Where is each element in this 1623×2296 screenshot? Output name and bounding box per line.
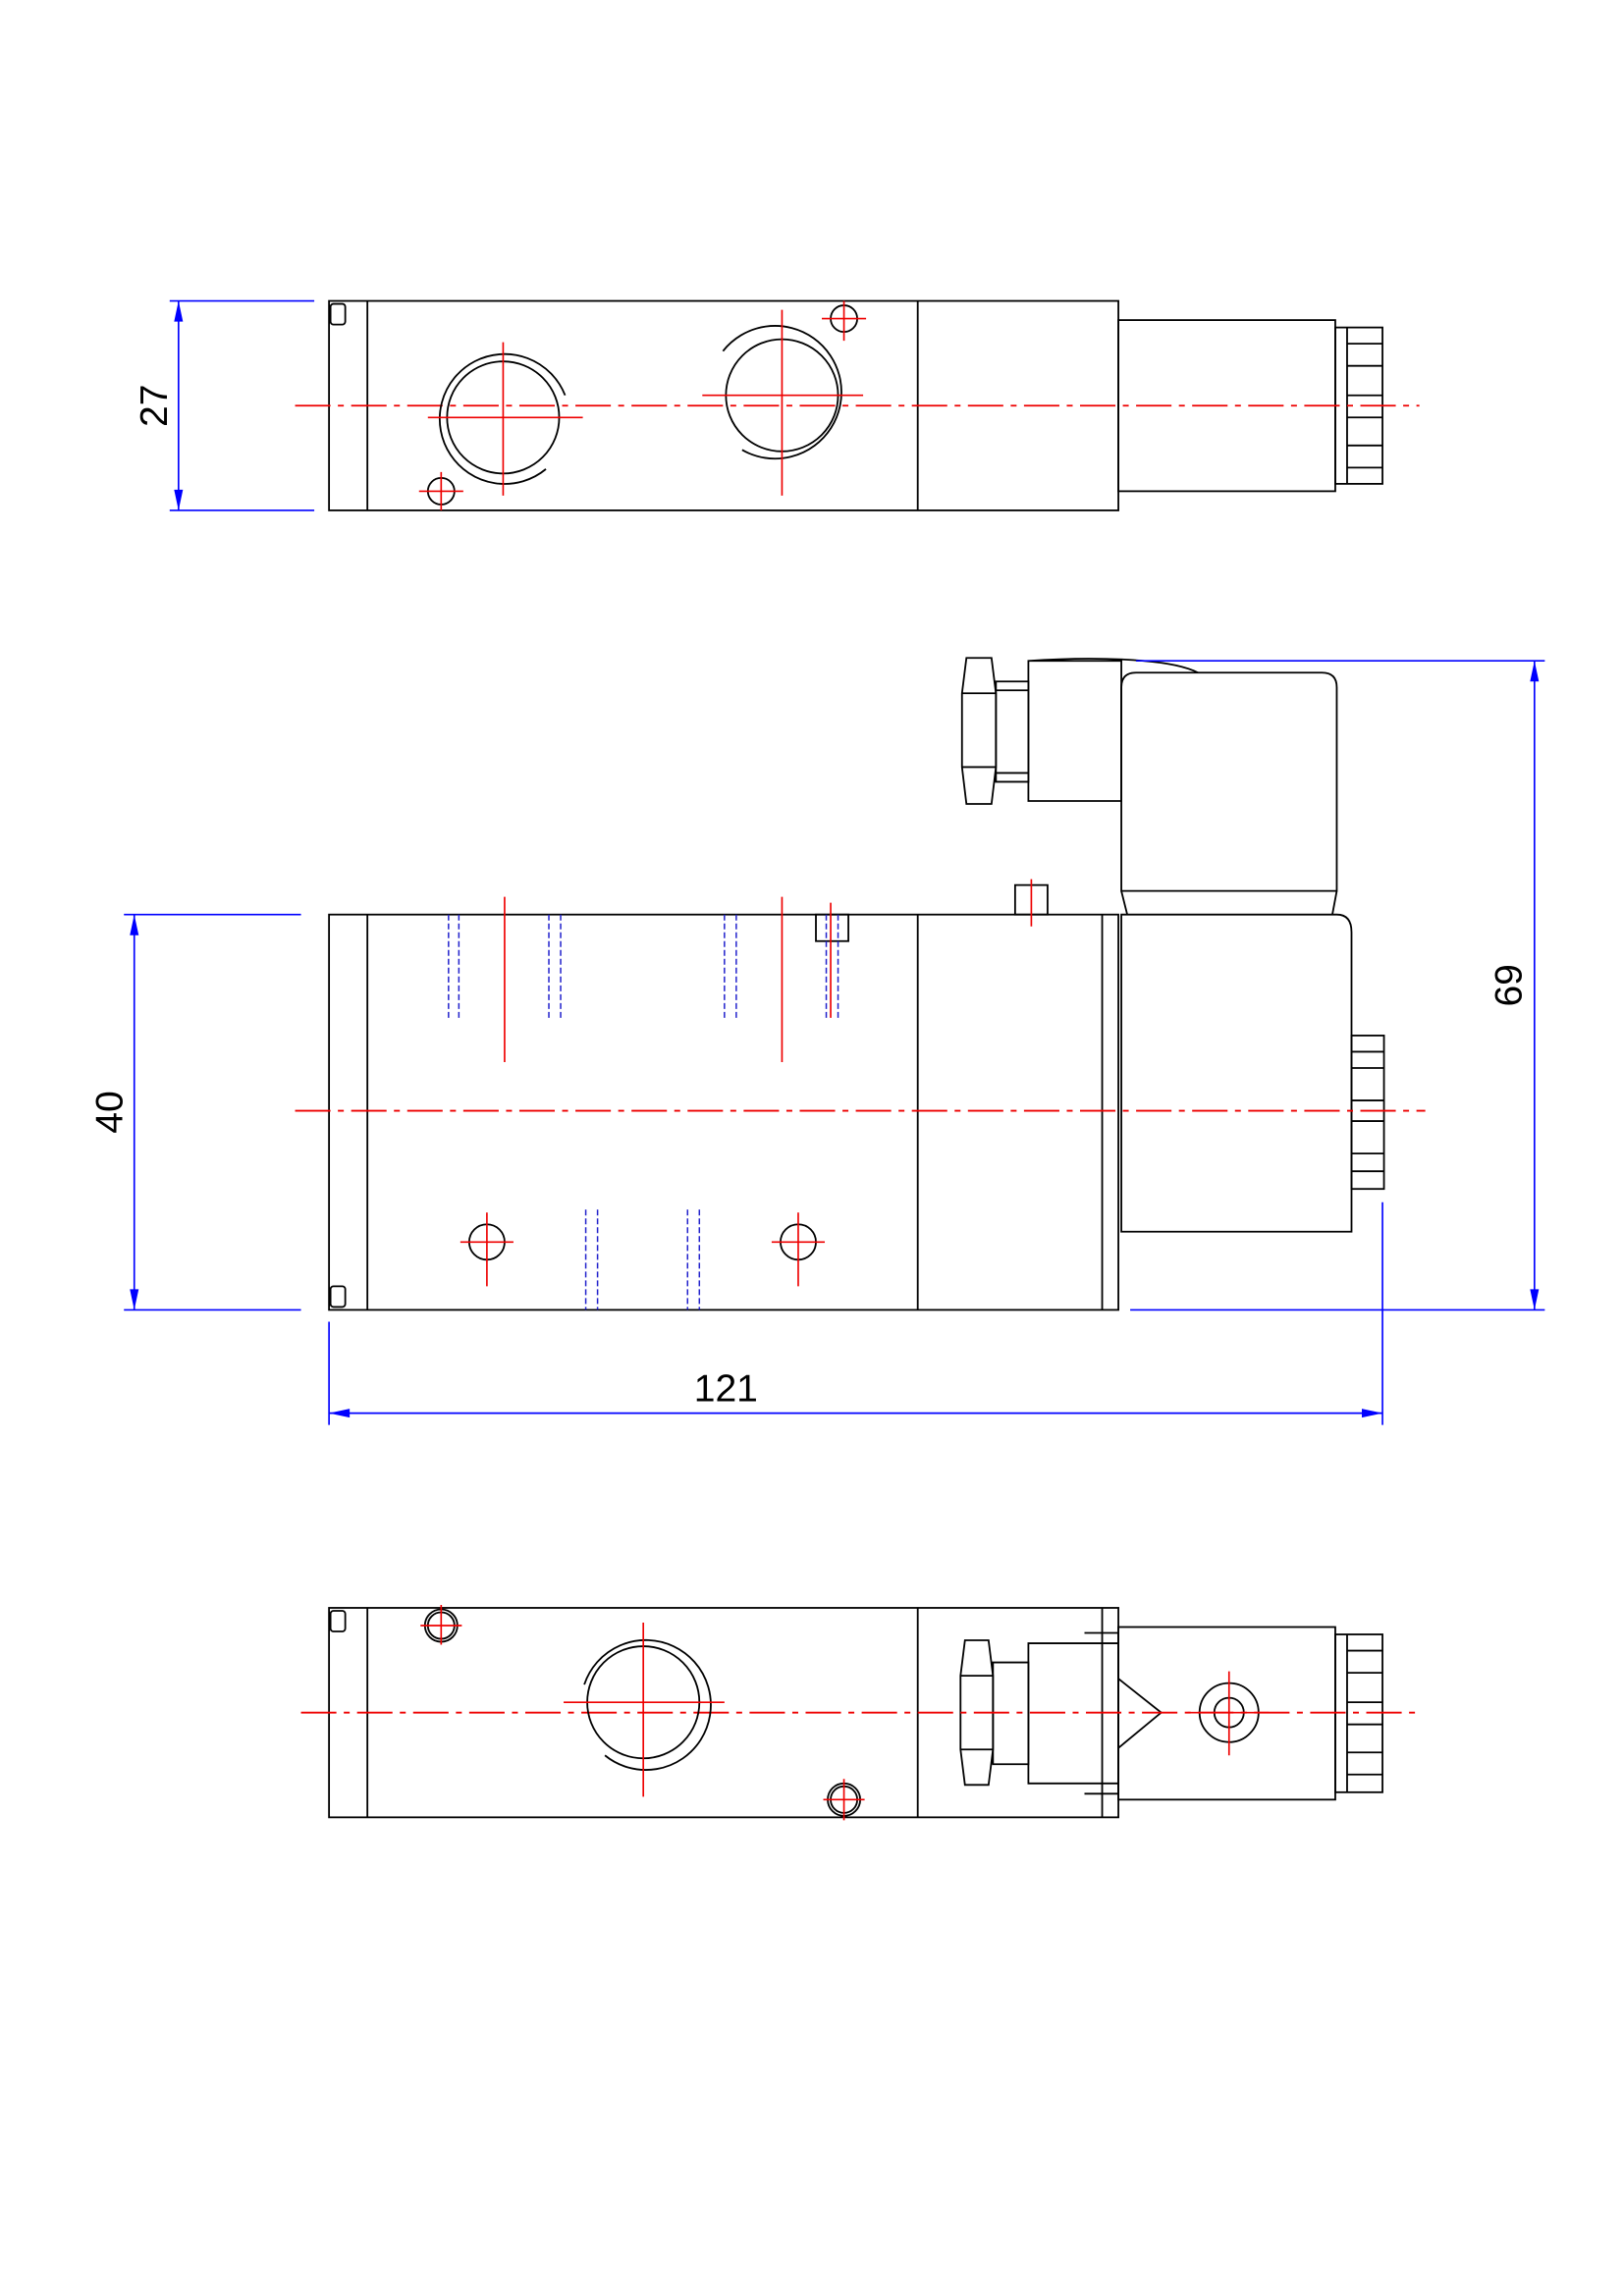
- dim-label-121: 121: [694, 1368, 758, 1411]
- dimension-121: 121: [328, 1201, 1383, 1425]
- top-view: [295, 299, 1420, 511]
- front-view: [295, 657, 1426, 1311]
- dimension-40: 40: [89, 913, 301, 1311]
- dimension-27: 27: [134, 299, 315, 511]
- dimension-69: 69: [1130, 660, 1545, 1311]
- dim-label-27: 27: [134, 385, 176, 427]
- dim-label-69: 69: [1488, 964, 1530, 1006]
- dim-label-40: 40: [89, 1091, 132, 1133]
- bottom-view: [300, 1604, 1420, 1821]
